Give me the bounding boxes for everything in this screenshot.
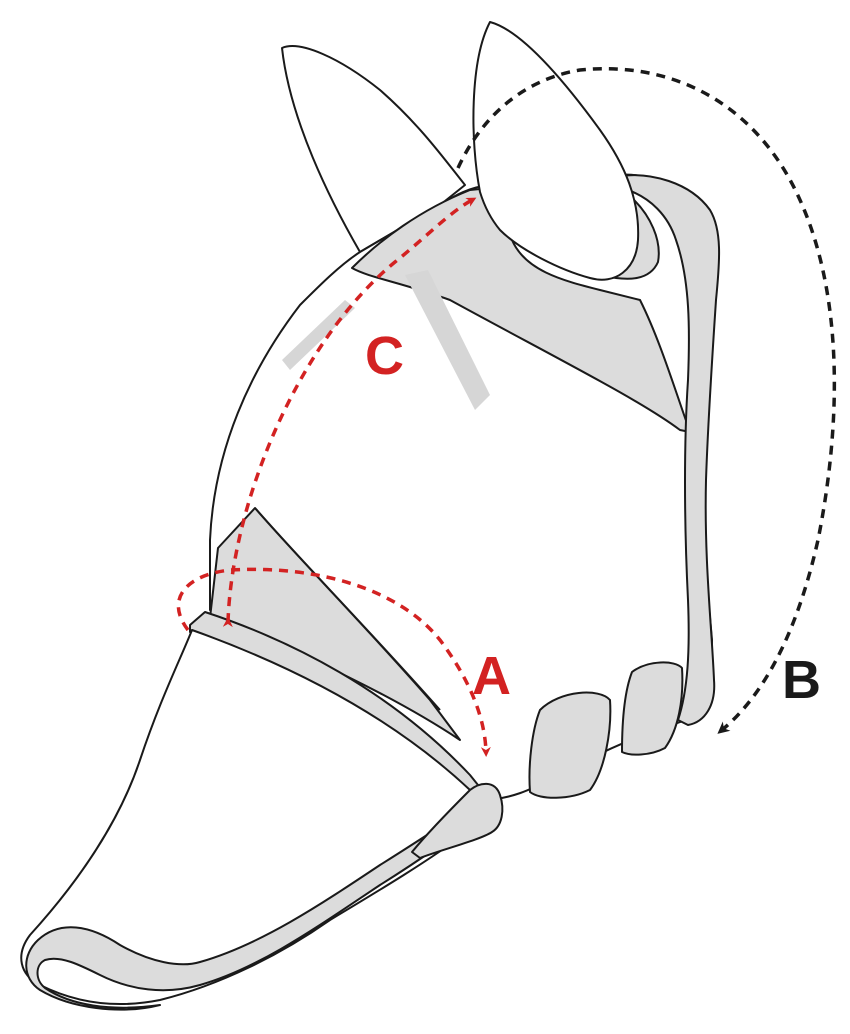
label-b: B xyxy=(782,650,821,710)
label-c: C xyxy=(365,326,404,386)
muzzle-strap-patch xyxy=(411,782,504,859)
label-a: A xyxy=(472,646,511,706)
measure-c-arrow xyxy=(222,197,477,628)
nose-cover xyxy=(20,629,478,1005)
right-ear xyxy=(472,21,640,281)
measure-b-arrow xyxy=(456,67,837,734)
measure-a-arrow xyxy=(176,567,491,757)
nose-cover-binding xyxy=(25,807,477,1011)
jaw-tab-1 xyxy=(528,691,612,799)
fleece-trim xyxy=(619,174,721,726)
jaw-tab-2 xyxy=(621,661,684,756)
